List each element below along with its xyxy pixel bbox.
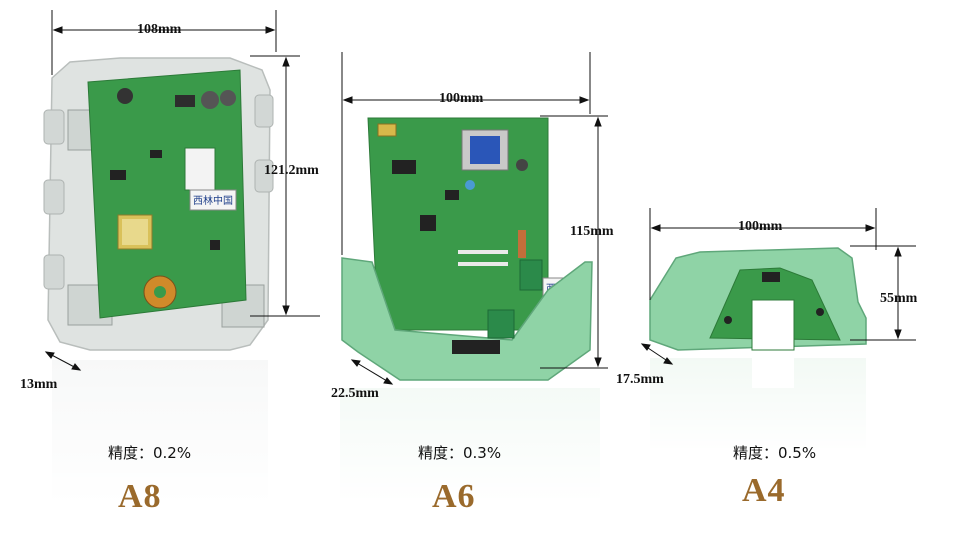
a6-accuracy: 精度：0.3% <box>418 444 502 462</box>
a6-module-image: 西林中国 <box>330 117 610 503</box>
a8-accuracy: 精度：0.2% <box>108 444 192 462</box>
a8-logo-label: 西林中国 <box>193 194 233 207</box>
a4-module-image <box>640 247 880 452</box>
a4-width-label: 100mm <box>738 219 783 234</box>
a4-height-label: 55mm <box>880 291 918 306</box>
a4-model-name: A4 <box>742 472 786 509</box>
a8-module-image: 西林中国 <box>40 57 280 505</box>
a6-dimension-lines <box>341 52 608 385</box>
a6-depth-label: 22.5mm <box>331 386 379 401</box>
a8-depth-label: 13mm <box>20 377 58 392</box>
a6-width-label: 100mm <box>439 91 484 106</box>
a8-width-label: 108mm <box>137 22 182 37</box>
a8-dimension-lines <box>44 10 320 371</box>
a6-model-name: A6 <box>432 478 476 515</box>
a4-dimension-lines <box>640 208 916 365</box>
a4-depth-label: 17.5mm <box>616 372 664 387</box>
a8-model-name: A8 <box>118 478 162 515</box>
a4-accuracy: 精度：0.5% <box>733 444 817 462</box>
a8-height-label: 121.2mm <box>264 163 319 178</box>
a6-height-label: 115mm <box>570 224 614 239</box>
